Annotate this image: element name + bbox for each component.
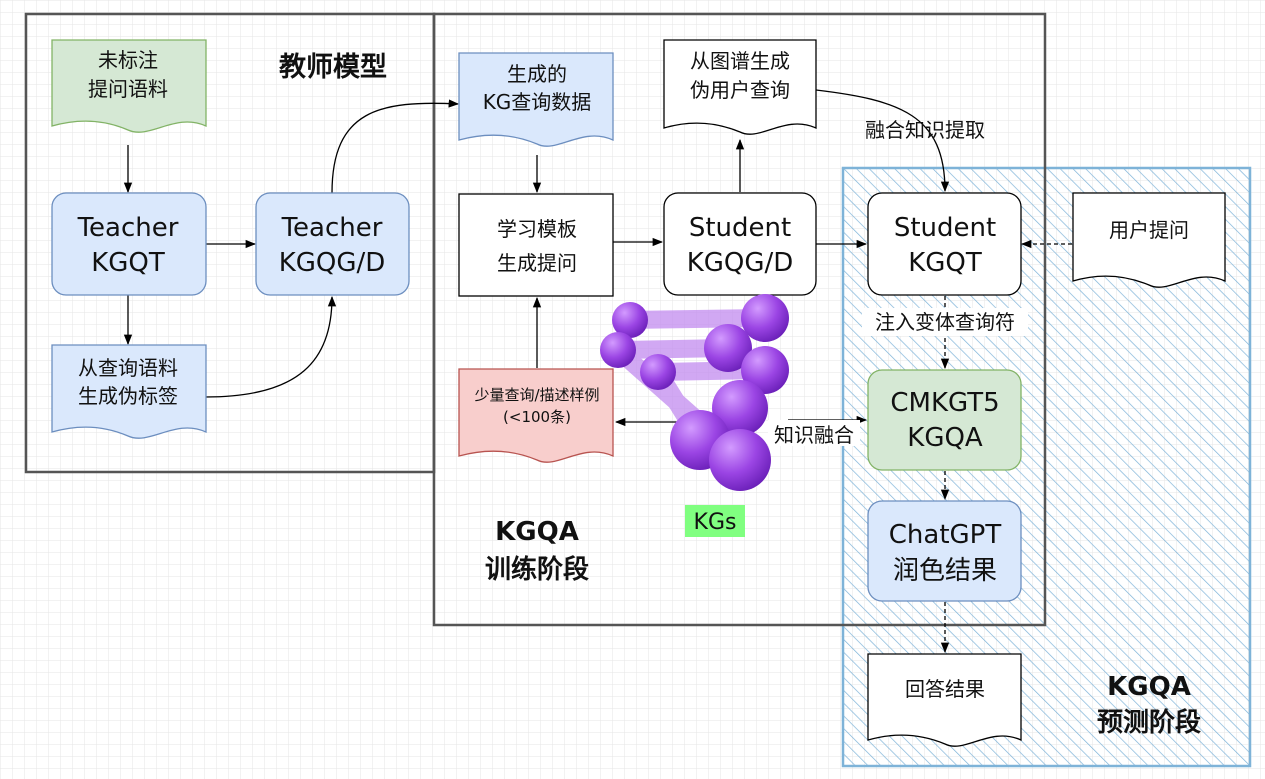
knowledge-fusion-label-bg — [768, 420, 860, 446]
student-kgqt-line2: KGQT — [908, 248, 982, 278]
user-question-node: 用户提问 — [1072, 192, 1226, 288]
template-learning-line1: 学习模板 — [497, 217, 577, 241]
knowledge-graph-icon — [600, 294, 789, 491]
fusion-extract-label: 融合知识提取 — [865, 118, 985, 142]
inject-label: 注入变体查询符 — [875, 310, 1015, 334]
cmkgt5-line1: CMKGT5 — [890, 388, 999, 418]
inject-label-bg — [862, 308, 1028, 336]
training-title-line2: 训练阶段 — [485, 554, 589, 585]
student-kgqg-line2: KGQG/D — [687, 248, 794, 278]
teacher-kgqt-line1: Teacher — [77, 213, 179, 243]
knowledge-fusion-label: 知识融合 — [774, 423, 854, 447]
cmkgt5-node: CMKGT5 KGQA — [867, 369, 1022, 471]
student-kgqg-node: Student KGQG/D — [663, 192, 817, 296]
pseudo-user-queries-line1: 从图谱生成 — [690, 49, 790, 73]
kgs-label: KGs — [694, 510, 737, 535]
few-samples-line1: 少量查询/描述样例 — [474, 386, 599, 404]
generated-kg-data-node: 生成的 KG查询数据 — [458, 52, 614, 147]
generated-kg-data-line2: KG查询数据 — [483, 90, 592, 114]
teacher-kgqg-line2: KGQG/D — [279, 248, 386, 278]
training-phase-group — [432, 12, 1047, 627]
few-samples-node: 少量查询/描述样例 (<100条) — [458, 368, 614, 463]
unlabeled-corpus-line1: 未标注 — [98, 48, 158, 72]
pseudo-labels-line1: 从查询语料 — [78, 356, 178, 380]
unlabeled-corpus-line2: 提问语料 — [88, 77, 168, 101]
answer-label: 回答结果 — [905, 677, 985, 701]
prediction-title-line2: 预测阶段 — [1097, 707, 1201, 738]
prediction-title-line1: KGQA — [1107, 672, 1191, 702]
teacher-group-title: 教师模型 — [279, 52, 387, 83]
chatgpt-line2: 润色结果 — [893, 556, 997, 586]
template-learning-node: 学习模板 生成提问 — [458, 193, 614, 297]
student-kgqg-line1: Student — [689, 213, 791, 243]
pseudo-labels-line2: 生成伪标签 — [78, 384, 178, 408]
pseudo-user-queries-line2: 伪用户查询 — [690, 78, 790, 102]
pseudo-labels-node: 从查询语料 生成伪标签 — [51, 344, 207, 439]
kgs-highlight — [685, 505, 745, 537]
teacher-kgqt-line2: KGQT — [91, 248, 165, 278]
cmkgt5-line2: KGQA — [907, 423, 983, 453]
student-kgqt-line1: Student — [894, 213, 996, 243]
generated-kg-data-line1: 生成的 — [507, 62, 567, 86]
user-question-label: 用户提问 — [1109, 218, 1189, 242]
pseudo-user-queries-node: 从图谱生成 伪用户查询 — [663, 39, 817, 135]
chatgpt-node: ChatGPT 润色结果 — [867, 500, 1022, 602]
few-samples-line2: (<100条) — [503, 408, 571, 426]
unlabeled-corpus-node: 未标注 提问语料 — [51, 39, 207, 133]
teacher-kgqt-node: Teacher KGQT — [51, 192, 207, 296]
chatgpt-line1: ChatGPT — [889, 520, 1002, 550]
teacher-kgqg-line1: Teacher — [281, 213, 383, 243]
teacher-kgqg-node: Teacher KGQG/D — [255, 192, 410, 296]
student-kgqt-node: Student KGQT — [867, 192, 1022, 296]
training-title-line1: KGQA — [495, 517, 579, 547]
answer-node: 回答结果 — [867, 653, 1022, 747]
template-learning-line2: 生成提问 — [497, 251, 577, 275]
